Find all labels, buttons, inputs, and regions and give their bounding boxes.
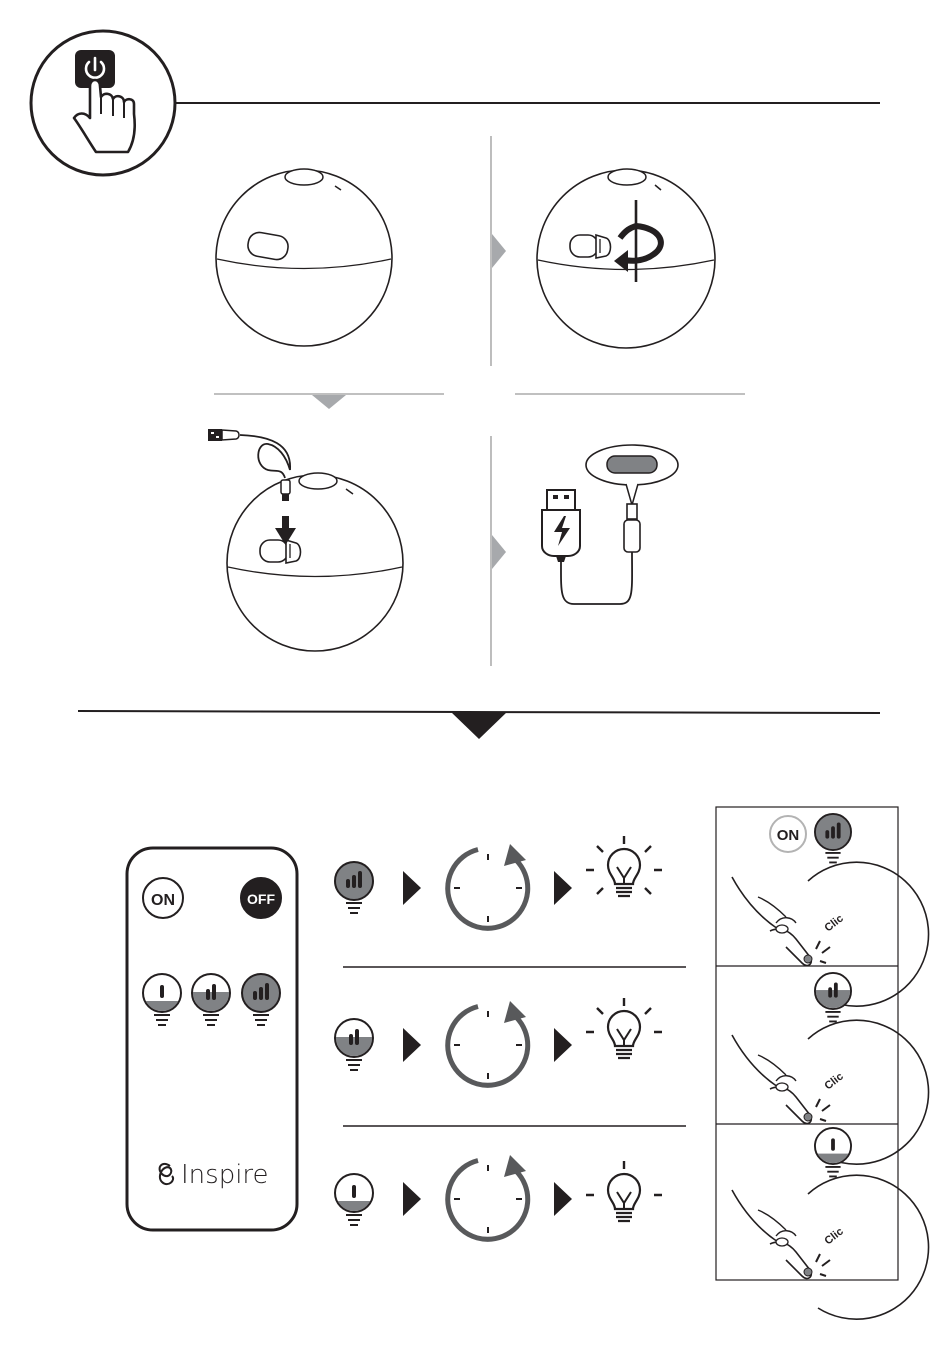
brightness-level-icon <box>335 1174 373 1225</box>
remote-off-label: OFF <box>247 891 275 907</box>
light-bulb-icon <box>586 998 662 1058</box>
row-mid <box>335 998 662 1085</box>
brightness-level-icon <box>335 862 373 913</box>
remote-on-label: ON <box>151 892 175 909</box>
panel-on-label: ON <box>777 827 800 844</box>
usb-to-typec-cable <box>542 445 678 604</box>
sphere-charging <box>227 473 403 651</box>
row-low <box>335 1155 662 1239</box>
timer-icon <box>448 844 528 928</box>
row-high <box>335 836 662 928</box>
step-arrow-down <box>312 395 346 409</box>
light-bulb-icon <box>586 836 662 896</box>
row-arrow <box>403 1028 421 1062</box>
step-arrow-right-2 <box>492 535 506 569</box>
row-arrow <box>554 1028 572 1062</box>
timer-icon <box>448 1155 528 1239</box>
remote-on-button[interactable]: ON <box>143 878 183 918</box>
row-arrow <box>403 1182 421 1216</box>
sphere-closed <box>216 169 392 346</box>
row-arrow <box>554 871 572 905</box>
row-arrow <box>554 1182 572 1216</box>
timer-icon <box>448 1001 528 1085</box>
light-bulb-icon <box>586 1161 662 1221</box>
section-arrow-down <box>451 712 507 739</box>
brightness-level-icon <box>335 1019 373 1070</box>
step-arrow-right-1 <box>492 234 506 268</box>
remote-off-button[interactable]: OFF <box>241 878 281 918</box>
row-arrow <box>403 871 421 905</box>
brand-name: Inspire <box>181 1160 269 1190</box>
power-hand-badge <box>31 31 880 175</box>
